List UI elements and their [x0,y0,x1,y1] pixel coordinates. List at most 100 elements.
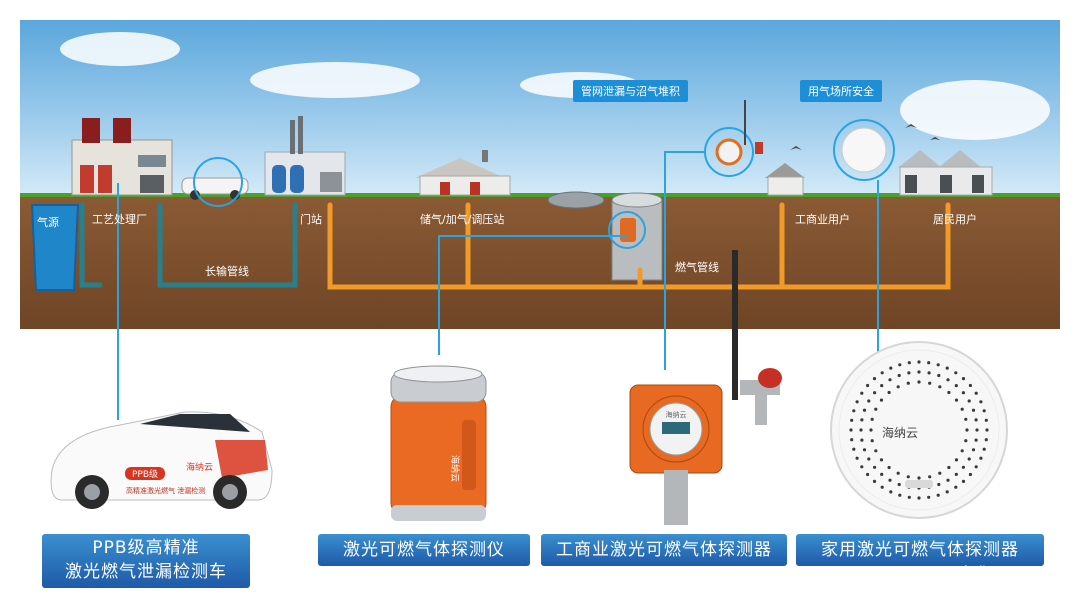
vent-dot [947,465,951,470]
gas-source-tank [30,204,80,291]
home-detector-brand-text: 海纳云 [882,425,918,440]
vent-dot [954,384,958,388]
vent-dot [936,493,940,497]
vent-dot [927,495,931,499]
grass-strip [20,193,1060,200]
vent-dot [954,485,958,489]
vent-dot [985,428,989,432]
vent-dot [936,363,940,367]
vent-dot [979,400,983,404]
vent-dot [898,493,902,497]
vent-dot [938,385,942,389]
car-caption: PPB级高精准 激光燃气泄漏检测车 [42,534,250,588]
vent-dot [975,428,979,432]
car-caption-line1: PPB级高精准 [92,538,200,558]
industrial-brand-text: 海纳云 [666,410,687,419]
cylinder-brand-text: 海纳云 [449,455,461,482]
underground-soil [20,197,1060,329]
vent-dot [887,465,891,470]
vent-dot [873,391,877,395]
vent-dot [964,417,968,421]
industrial-detector-caption: 工商业激光可燃气体探测器 [541,534,787,566]
vent-dot [984,418,988,422]
pipe-network-tag: 管网泄漏与沼气堆积 [573,80,688,102]
residential-building-icon [898,150,993,196]
vent-dot [917,370,921,374]
vent-dot [971,448,976,452]
vent-dot [928,475,932,479]
vent-dot [954,472,958,476]
vent-dot [982,447,986,451]
vent-dot [984,438,988,442]
vent-dot [897,373,901,378]
long-pipeline-label: 长输管线 [205,265,249,278]
vent-dot [855,456,859,460]
vent-dot [961,377,966,381]
vent-dot [937,482,941,487]
car-brand-text: 海纳云 [186,461,213,473]
gas-venue-tag: 用气场所安全 [800,80,882,102]
vent-dot [946,378,950,382]
vent-dot [945,490,949,494]
vent-dot [906,475,910,479]
gate-station-label: 门站 [300,213,322,226]
vent-dot [889,490,893,494]
vent-dot [898,363,902,367]
vent-dot [917,360,921,364]
vent-dot [874,407,878,411]
processing-plant-label: 工艺处理厂 [92,213,147,226]
commercial-building-icon [765,163,805,196]
connector-lines [117,151,879,420]
vent-dot [850,418,854,422]
vent-dot [860,465,864,469]
home-detector-mini [841,127,887,173]
vent-dot [906,381,910,385]
vent-dot [968,472,973,477]
vent-dot [974,465,978,469]
vent-dot [964,439,968,443]
home-detector-highlight-circle [833,119,895,181]
vent-dot [888,378,892,382]
vent-dot [887,390,891,395]
vent-dot [965,428,969,432]
vent-dot [888,478,892,482]
product-industrial-detector: 海纳云 [629,250,782,525]
vent-dot [873,465,877,469]
vent-dot [880,371,884,375]
vent-dot [961,391,966,395]
vent-dot [960,449,964,453]
vent-dot [928,381,932,385]
vent-dot [880,384,884,388]
vent-dot [849,428,853,432]
industrial-detector-mini [715,100,763,166]
vent-dot [870,439,874,443]
vent-dot [907,371,911,375]
vent-dot [860,418,864,422]
vent-dot [870,417,874,421]
storage-station-label: 储气/加气/调压站 [420,213,505,226]
vent-dot [982,409,986,413]
vent-dot [896,385,900,389]
vent-dot [967,399,971,403]
vent-dot [896,471,900,475]
vent-dot [869,428,873,432]
vent-dot [917,476,921,480]
vent-dot [968,383,973,388]
cloud [60,32,180,66]
vent-dot [867,457,871,461]
vent-dot [927,371,931,375]
gas-pipeline-label: 燃气管线 [675,261,719,274]
gas-source-label: 气源 [37,216,59,229]
cloud [250,62,420,98]
vent-dot [850,438,854,442]
vent-dot [907,495,911,499]
commercial-users-label: 工商业用户 [795,213,850,226]
vent-dot [974,438,978,442]
product-home-detector: 海纳云 [830,341,1008,519]
vent-dot [907,361,911,365]
well-detector-caption: 激光可燃气体探测仪 [318,534,530,566]
vent-dot [872,377,877,381]
vent-dot [979,456,983,460]
vent-dot [917,496,921,500]
